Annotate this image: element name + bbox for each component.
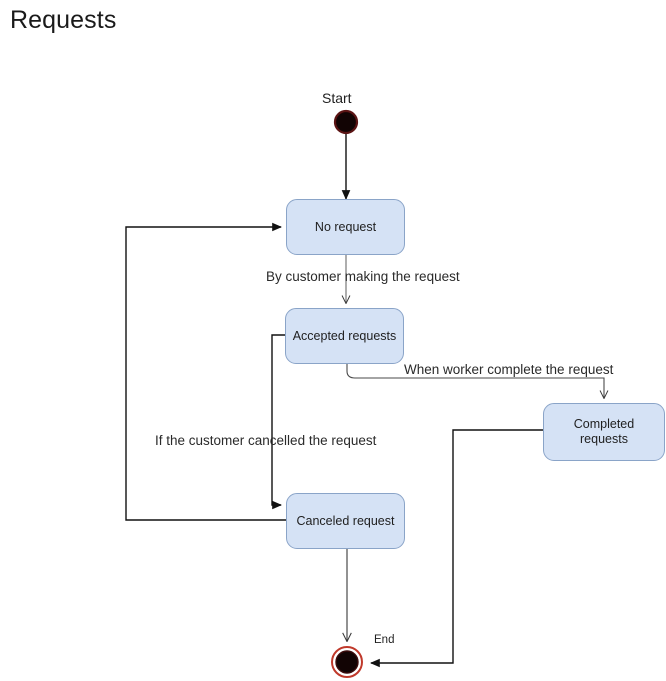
end-node-label: End <box>374 634 395 646</box>
state-accepted-requests-label: Accepted requests <box>292 328 397 343</box>
edge-label-by-customer-making-the-request: By customer making the request <box>266 269 460 284</box>
state-completed-requests-label-line2: requests <box>580 432 628 446</box>
edge-label-if-the-customer-cancelled-the-request: If the customer cancelled the request <box>155 433 377 448</box>
end-node[interactable] <box>330 645 364 679</box>
state-completed-requests[interactable]: Completed requests <box>543 403 665 461</box>
edge-accepted-to-completed <box>346 364 604 398</box>
edge-accepted-to-canceled <box>271 334 285 510</box>
state-no-request[interactable]: No request <box>286 199 405 255</box>
start-node-label: Start <box>322 90 352 106</box>
state-canceled-request-label: Canceled request <box>296 513 395 528</box>
edge-completed-to-end <box>370 429 543 668</box>
edge-label-when-worker-complete-the-request: When worker complete the request <box>404 362 614 377</box>
state-accepted-requests[interactable]: Accepted requests <box>285 308 404 364</box>
start-node[interactable] <box>333 109 359 135</box>
state-no-request-label: No request <box>314 219 377 234</box>
page-title: Requests <box>10 6 117 34</box>
edge-canceled-to-no-request <box>125 222 286 521</box>
state-canceled-request[interactable]: Canceled request <box>286 493 405 549</box>
state-completed-requests-label-line1: Completed <box>573 417 635 431</box>
